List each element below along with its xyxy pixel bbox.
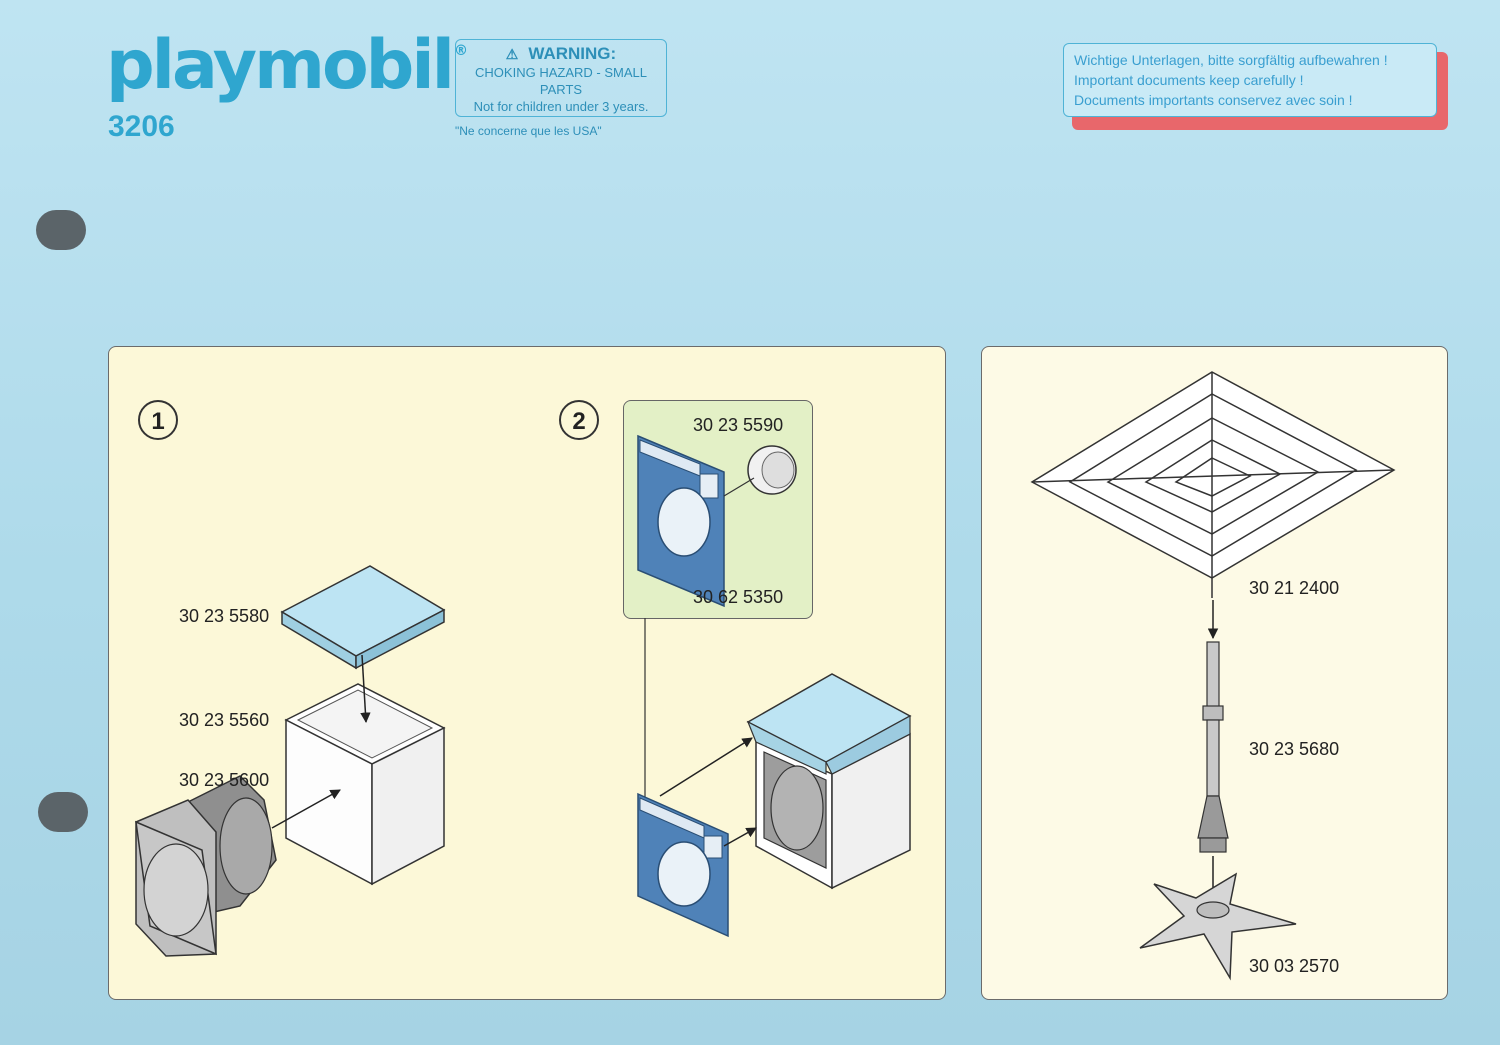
warning-note: "Ne concerne que les USA" <box>455 124 602 138</box>
documents-notice: Wichtige Unterlagen, bitte sorgfältig au… <box>1063 43 1437 117</box>
punch-hole-top <box>36 210 86 250</box>
pole-part <box>1197 641 1229 853</box>
label-cabinet: 30 23 5560 <box>179 710 270 730</box>
cabinet-part <box>284 683 446 886</box>
label-drum: 30 23 5600 <box>179 770 270 790</box>
arrow-cover-to-cabinet <box>360 654 371 724</box>
label-rack: 30 21 2400 <box>1249 578 1340 598</box>
warning-line-1: CHOKING HAZARD - SMALL PARTS <box>475 65 647 97</box>
notice-fr: Documents importants conservez avec soin… <box>1074 92 1353 108</box>
step-2-badge: 2 <box>559 400 599 440</box>
warning-line-2: Not for children under 3 years. <box>473 99 649 114</box>
punch-hole-bottom <box>38 792 88 832</box>
brand-name: playmobil <box>106 26 455 105</box>
label-top-cover: 30 23 5580 <box>179 606 270 626</box>
arrow-panel-upper <box>659 737 753 797</box>
door-detail <box>747 445 797 495</box>
notice-en: Important documents keep carefully ! <box>1074 72 1304 88</box>
drying-rack-part <box>1030 371 1396 598</box>
top-cover-part <box>280 565 446 670</box>
assembled-machine <box>746 673 912 890</box>
warning-triangle-icon: ⚠ <box>505 46 519 62</box>
arrow-panel-lower <box>723 827 757 847</box>
step-1-badge: 1 <box>138 400 178 440</box>
warning-title: ⚠ WARNING: <box>456 44 666 64</box>
label-pole: 30 23 5680 <box>1249 739 1340 759</box>
label-base: 30 03 2570 <box>1249 956 1340 976</box>
warning-title-text: WARNING: <box>528 44 617 63</box>
door-leader-line <box>723 477 755 497</box>
front-panel-lower <box>637 792 729 938</box>
drum-part <box>135 775 277 957</box>
label-front-panel: 30 62 5350 <box>693 587 784 607</box>
warning-box: ⚠ WARNING: CHOKING HAZARD - SMALL PARTS N… <box>455 39 667 117</box>
registered-mark: ® <box>453 43 468 59</box>
front-panel-detail <box>637 434 725 608</box>
playmobil-logo: playmobil® <box>106 32 468 100</box>
arrow-drum-to-cabinet <box>271 789 341 829</box>
label-door: 30 23 5590 <box>693 415 784 435</box>
base-part <box>1139 872 1297 981</box>
set-number: 3206 <box>108 110 175 143</box>
notice-de: Wichtige Unterlagen, bitte sorgfältig au… <box>1074 52 1388 68</box>
